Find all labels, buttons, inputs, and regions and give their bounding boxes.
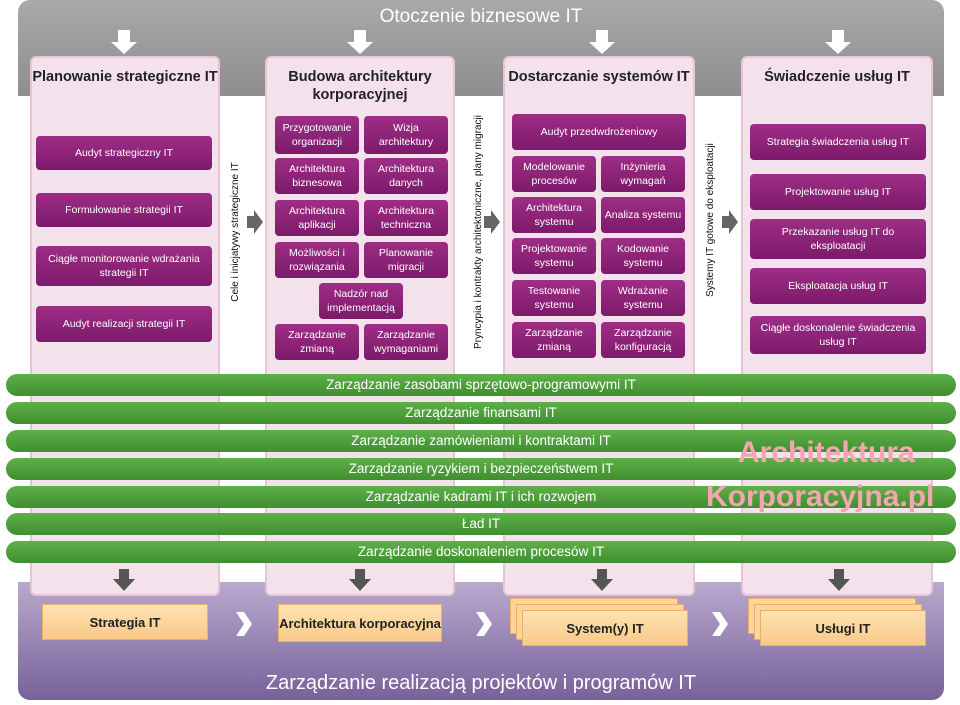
down-arrow-icon bbox=[349, 569, 371, 591]
process-box: Audyt strategiczny IT bbox=[36, 136, 212, 170]
right-chevron-icon bbox=[236, 612, 252, 636]
down-arrow-icon bbox=[347, 30, 373, 54]
process-box: Inżynieria wymagań bbox=[601, 156, 685, 192]
management-band: Zarządzanie kadrami IT i ich rozwojem bbox=[6, 486, 956, 508]
management-band: Zarządzanie doskonaleniem procesów IT bbox=[6, 541, 956, 563]
process-box: Strategia świadczenia usług IT bbox=[750, 124, 926, 160]
process-box: Wdrażanie systemu bbox=[601, 280, 685, 316]
management-band: Zarządzanie finansami IT bbox=[6, 402, 956, 424]
column-title: Budowa architektury korporacyjnej bbox=[288, 69, 432, 103]
watermark-line: Architektura bbox=[738, 436, 915, 469]
process-box: Eksploatacja usług IT bbox=[750, 268, 926, 304]
down-arrow-icon bbox=[113, 569, 135, 591]
process-box: Przygotowanie organizacji bbox=[275, 116, 359, 154]
process-box: Ciągłe doskonalenie świadczenia usług IT bbox=[750, 316, 926, 354]
business-environment-title: Otoczenie biznesowe IT bbox=[379, 6, 583, 27]
process-box: Analiza systemu bbox=[601, 197, 685, 233]
process-box: Architektura biznesowa bbox=[275, 158, 359, 194]
process-box: Architektura techniczna bbox=[364, 200, 448, 236]
management-band: Zarządzanie zasobami sprzętowo-programow… bbox=[6, 374, 956, 396]
process-box: Projektowanie usług IT bbox=[750, 174, 926, 210]
right-chevron-icon bbox=[712, 612, 728, 636]
process-box: Przekazanie usług IT do eksploatacji bbox=[750, 219, 926, 259]
right-arrow-icon bbox=[484, 210, 500, 234]
process-box: Modelowanie procesów bbox=[512, 156, 596, 192]
top-arrows bbox=[111, 30, 851, 54]
down-arrow-icon bbox=[825, 30, 851, 54]
column-title: Planowanie strategiczne IT bbox=[32, 69, 218, 85]
process-box: Architektura danych bbox=[364, 158, 448, 194]
process-box: Nadzór nad implementacją bbox=[319, 283, 403, 319]
management-band: Ład IT bbox=[6, 513, 956, 535]
process-box: Ciągłe monitorowanie wdrażania strategii… bbox=[36, 246, 212, 286]
process-box: Testowanie systemu bbox=[512, 280, 596, 316]
down-arrow-icon bbox=[591, 569, 613, 591]
output-strategy: Strategia IT bbox=[42, 604, 208, 640]
down-arrow-icon bbox=[589, 30, 615, 54]
process-box: Zarządzanie wymaganiami bbox=[364, 324, 448, 360]
process-box: Formułowanie strategii IT bbox=[36, 193, 212, 227]
process-box: Planowanie migracji bbox=[364, 242, 448, 278]
process-box: Audyt realizacji strategii IT bbox=[36, 306, 212, 342]
right-chevron-icon bbox=[476, 612, 492, 636]
column-title: Dostarczanie systemów IT bbox=[508, 69, 690, 85]
process-box: Zarządzanie konfiguracją bbox=[601, 322, 685, 358]
process-box: Architektura aplikacji bbox=[275, 200, 359, 236]
output-systems: System(y) IT bbox=[522, 610, 688, 646]
management-band: Zarządzanie ryzykiem i bezpieczeństwem I… bbox=[6, 458, 956, 480]
process-box: Projektowanie systemu bbox=[512, 238, 596, 274]
process-box: Zarządzanie zmianą bbox=[275, 324, 359, 360]
process-box: Audyt przedwdrożeniowy bbox=[512, 114, 686, 150]
process-box: Kodowanie systemu bbox=[601, 238, 685, 274]
bottom-arrows bbox=[113, 569, 850, 591]
project-management-title: Zarządzanie realizacją projektów i progr… bbox=[265, 672, 697, 694]
output-arrows bbox=[236, 612, 728, 636]
management-band: Zarządzanie zamówieniami i kontraktami I… bbox=[6, 430, 956, 452]
right-arrow-icon bbox=[247, 210, 263, 234]
output-architecture: Architektura korporacyjna bbox=[278, 604, 442, 642]
down-arrow-icon bbox=[828, 569, 850, 591]
process-box: Możliwości i rozwiązania bbox=[275, 242, 359, 278]
process-box: Wizja architektury bbox=[364, 116, 448, 154]
right-arrow-icon bbox=[722, 210, 738, 234]
output-services: Usługi IT bbox=[760, 610, 926, 646]
down-arrow-icon bbox=[111, 30, 137, 54]
watermark-line: Korporacyjna.pl bbox=[706, 480, 935, 513]
column-title: Świadczenie usług IT bbox=[764, 69, 910, 85]
process-box: Architektura systemu bbox=[512, 197, 596, 233]
side-arrows bbox=[247, 210, 738, 234]
process-box: Zarządzanie zmianą bbox=[512, 322, 596, 358]
